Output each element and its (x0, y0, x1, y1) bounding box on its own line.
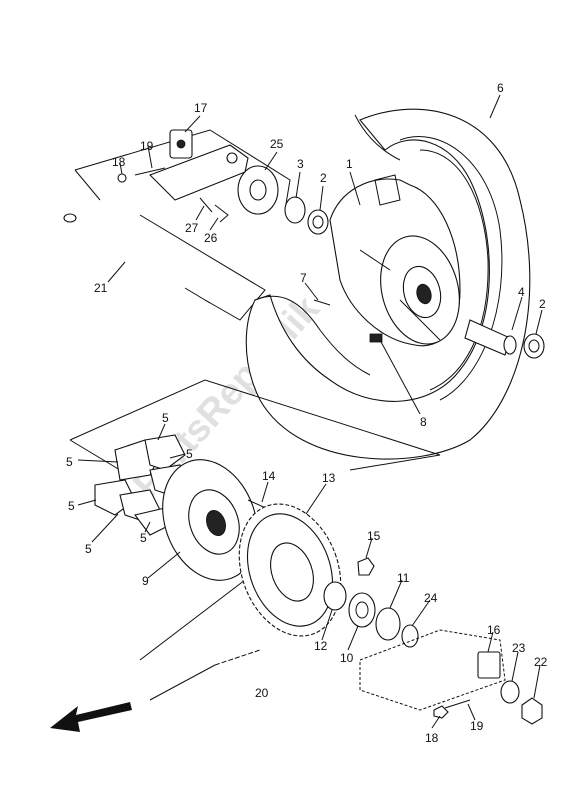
callout-18: 18 (112, 155, 126, 169)
callout-27: 27 (185, 221, 199, 235)
bolt-19-lower (444, 699, 471, 709)
bearing-2-right (523, 333, 545, 359)
callout-8: 8 (420, 415, 427, 429)
clip-26 (214, 204, 229, 223)
hub-group-frame (69, 379, 441, 471)
wheel-axle (63, 213, 211, 304)
collar-4 (464, 319, 517, 356)
callout-24: 24 (424, 591, 438, 605)
axle-lower-frame (139, 214, 266, 321)
callout-7: 7 (300, 271, 307, 285)
collar-12 (323, 581, 347, 611)
nut-18-lower (433, 705, 449, 719)
circlip-24 (401, 624, 419, 648)
washer-23 (500, 680, 520, 704)
callout-1: 1 (346, 157, 353, 171)
leader-lines (77, 94, 543, 729)
callout-16: 16 (487, 623, 501, 637)
callout-labels: 6 1 2 3 25 17 19 18 27 26 21 7 4 2 8 5 5… (66, 81, 548, 745)
callout-26: 26 (204, 231, 218, 245)
drive-chain-20 (214, 649, 261, 666)
callout-18-lower: 18 (425, 731, 439, 745)
adjuster-block-16 (477, 651, 501, 679)
axle-group-frame (74, 129, 291, 211)
callout-17: 17 (194, 101, 208, 115)
callout-5-d: 5 (68, 499, 75, 513)
nut-22 (521, 697, 543, 725)
callout-23: 23 (512, 641, 526, 655)
callout-20: 20 (255, 686, 269, 700)
callout-5-e: 5 (85, 542, 92, 556)
callout-11: 11 (397, 571, 410, 585)
callout-3: 3 (297, 157, 304, 171)
rear-tire (245, 108, 531, 460)
callout-19: 19 (140, 139, 154, 153)
callout-5-f: 5 (140, 531, 147, 545)
speedometer-gear-25 (237, 165, 279, 215)
valve-7 (313, 299, 331, 306)
callout-5-b: 5 (66, 455, 73, 469)
callout-15: 15 (367, 529, 381, 543)
swingarm-end (359, 629, 506, 711)
callout-5-c: 5 (186, 447, 193, 461)
direction-arrow (50, 702, 132, 732)
callout-12: 12 (314, 639, 328, 653)
callout-10: 10 (340, 651, 354, 665)
callout-19-lower: 19 (470, 719, 484, 733)
rear-sprocket (238, 503, 342, 637)
clutch-hub (162, 459, 258, 581)
oil-seal-11 (375, 607, 401, 641)
callout-6: 6 (497, 81, 504, 95)
nut-18-upper (117, 173, 127, 183)
callout-21: 21 (94, 281, 108, 295)
callout-22: 22 (534, 655, 548, 669)
bolt-19-upper (134, 167, 166, 176)
chain-puller (169, 129, 193, 159)
bearing-10 (348, 592, 376, 628)
bolt-27 (199, 197, 213, 213)
callout-2-right: 2 (539, 297, 546, 311)
nut-15 (357, 557, 375, 576)
bearing-2-left (307, 209, 329, 235)
callout-14: 14 (262, 469, 276, 483)
callout-5-a: 5 (162, 411, 169, 425)
callout-25: 25 (270, 137, 284, 151)
brake-caliper-bracket (149, 144, 249, 201)
callout-4: 4 (518, 285, 525, 299)
balance-weight (369, 333, 383, 343)
oil-seal-3 (284, 196, 306, 224)
callout-9: 9 (142, 574, 149, 588)
callout-2: 2 (320, 171, 327, 185)
callout-13: 13 (322, 471, 336, 485)
cast-wheel (329, 174, 461, 347)
